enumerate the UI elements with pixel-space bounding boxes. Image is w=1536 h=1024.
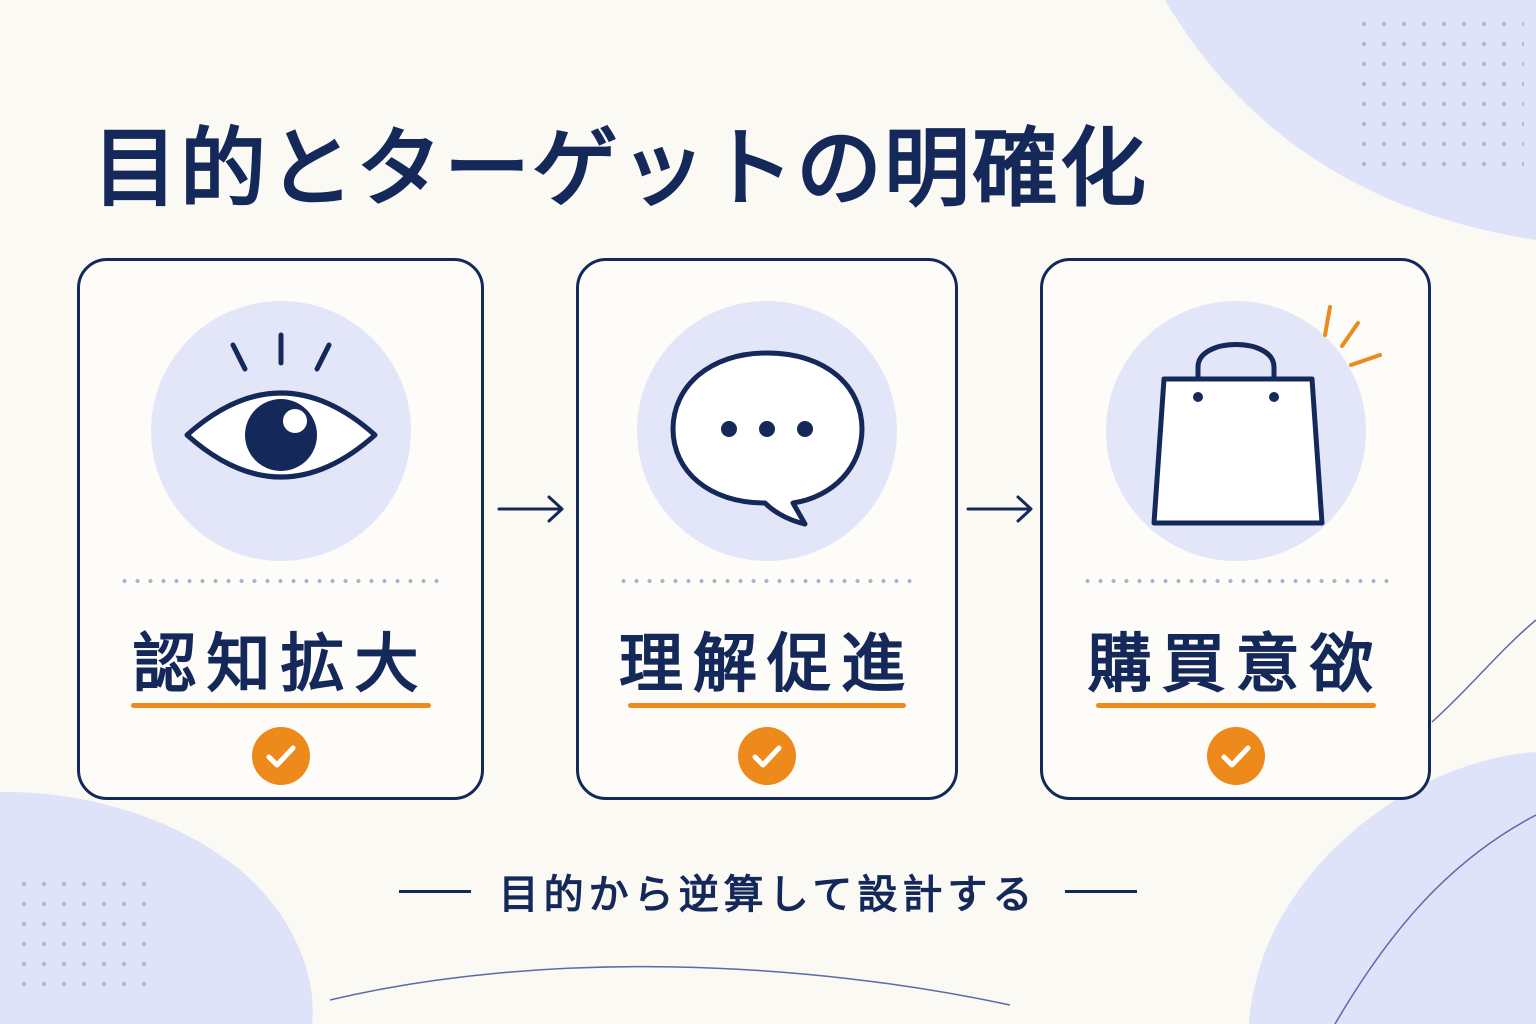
shopping-bag-icon — [1151, 305, 1382, 526]
dotted-divider — [617, 579, 917, 583]
footer-caption: 目的から逆算して設計する — [0, 862, 1536, 920]
eye-icon — [184, 332, 377, 480]
card-label: 認知拡大 — [132, 628, 429, 702]
icon-circle — [150, 301, 411, 561]
check-icon — [1206, 727, 1265, 785]
arrow-right-icon — [966, 495, 1033, 523]
sparkle-icon — [1322, 305, 1382, 367]
card-understanding: 理解促進 — [576, 258, 958, 800]
dotted-divider — [1081, 579, 1390, 583]
label-underline — [1095, 703, 1376, 708]
arrow-right-icon — [497, 495, 564, 523]
check-icon — [738, 727, 796, 785]
icon-circle — [1105, 301, 1382, 561]
footer-dash-right — [1065, 889, 1138, 893]
card-label: 購買意欲 — [1087, 628, 1384, 702]
footer-dash-left — [398, 889, 471, 893]
footer-text: 目的から逆算して設計する — [498, 872, 1038, 918]
dotted-divider — [118, 579, 443, 583]
card-label: 理解促進 — [619, 628, 915, 702]
label-underline — [130, 703, 431, 708]
card-purchase-intent: 購買意欲 — [1040, 258, 1431, 800]
icon-circle — [637, 301, 897, 561]
check-icon — [251, 727, 310, 785]
speech-bubble-icon — [670, 350, 865, 527]
label-underline — [628, 703, 906, 708]
card-awareness: 認知拡大 — [77, 258, 484, 800]
page-title: 目的とターゲットの明確化 — [92, 119, 1148, 219]
